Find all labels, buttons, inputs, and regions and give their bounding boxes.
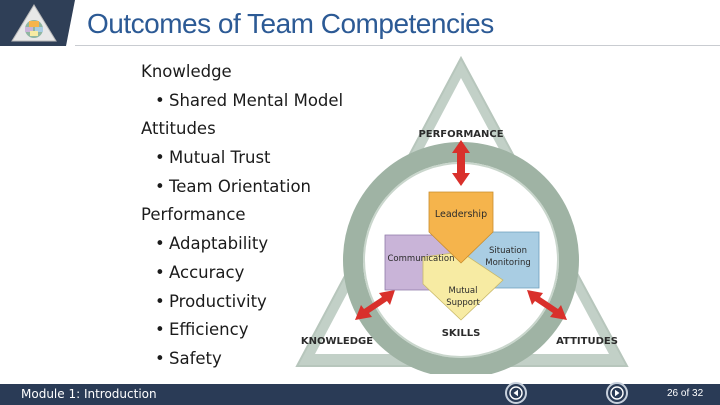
outline-bullet-text: Shared Mental Model (169, 90, 344, 110)
performance-label: PERFORMANCE (418, 129, 503, 140)
outline-bullet-text: Accuracy (169, 262, 245, 282)
outline-heading: Performance (141, 205, 246, 225)
knowledge-label: KNOWLEDGE (301, 336, 373, 347)
outline-bullet: •Efficiency (141, 316, 391, 345)
situation-label: Situation (489, 246, 527, 256)
knowledge-arrow-icon (355, 290, 395, 320)
previous-arrow-icon (509, 386, 523, 400)
outline-bullet: •Adaptability (141, 230, 391, 259)
outline-bullet: •Team Orientation (141, 173, 391, 202)
outline-bullet-text: Mutual Trust (169, 148, 271, 168)
leadership-label: Leadership (435, 209, 487, 220)
outline-bullet-text: Productivity (169, 291, 267, 311)
leadership-piece (428, 191, 494, 264)
mutual-label: Mutual (448, 286, 477, 296)
skills-label: SKILLS (442, 328, 481, 339)
bullet-icon: • (155, 90, 165, 110)
performance-arrow-icon (452, 140, 470, 186)
previous-slide-button[interactable] (505, 382, 527, 404)
teamstepps-logo-icon (11, 4, 57, 42)
outline-bullet: •Shared Mental Model (141, 87, 391, 116)
outline-heading: Knowledge (141, 62, 232, 81)
monitoring-label: Monitoring (485, 258, 530, 268)
title-divider (75, 45, 720, 46)
outline-bullet: •Mutual Trust (141, 144, 391, 173)
competency-outline: Knowledge •Shared Mental Model Attitudes… (141, 58, 391, 374)
attitudes-label: ATTITUDES (556, 336, 618, 347)
bullet-icon: • (155, 234, 165, 254)
attitudes-arrow-icon (527, 290, 567, 320)
footer-bar: Module 1: Introduction 26 of 32 (0, 384, 720, 405)
outline-bullet-text: Adaptability (169, 234, 269, 254)
logo-badge (0, 0, 75, 46)
communication-label: Communication (388, 254, 455, 264)
support-label: Support (446, 298, 480, 308)
outline-heading: Attitudes (141, 119, 216, 139)
bullet-icon: • (155, 320, 165, 340)
page-counter: 26 of 32 (667, 388, 704, 399)
next-arrow-icon (610, 386, 624, 400)
bullet-icon: • (155, 176, 165, 196)
outline-bullet-text: Team Orientation (169, 176, 312, 196)
team-competency-diagram: PATIENT CARE TEAM Leadership Communicati… (295, 55, 629, 374)
module-label: Module 1: Introduction (21, 387, 157, 401)
next-slide-button[interactable] (606, 382, 628, 404)
outline-bullet: •Accuracy (141, 259, 391, 288)
outline-bullet-text: Efficiency (169, 320, 249, 340)
outline-bullet-text: Safety (169, 348, 222, 368)
bullet-icon: • (155, 262, 165, 282)
slide-title: Outcomes of Team Competencies (87, 8, 494, 39)
bullet-icon: • (155, 291, 165, 311)
outline-bullet: •Productivity (141, 288, 391, 317)
bullet-icon: • (155, 348, 165, 368)
outline-bullet: •Safety (141, 345, 391, 374)
bullet-icon: • (155, 148, 165, 168)
